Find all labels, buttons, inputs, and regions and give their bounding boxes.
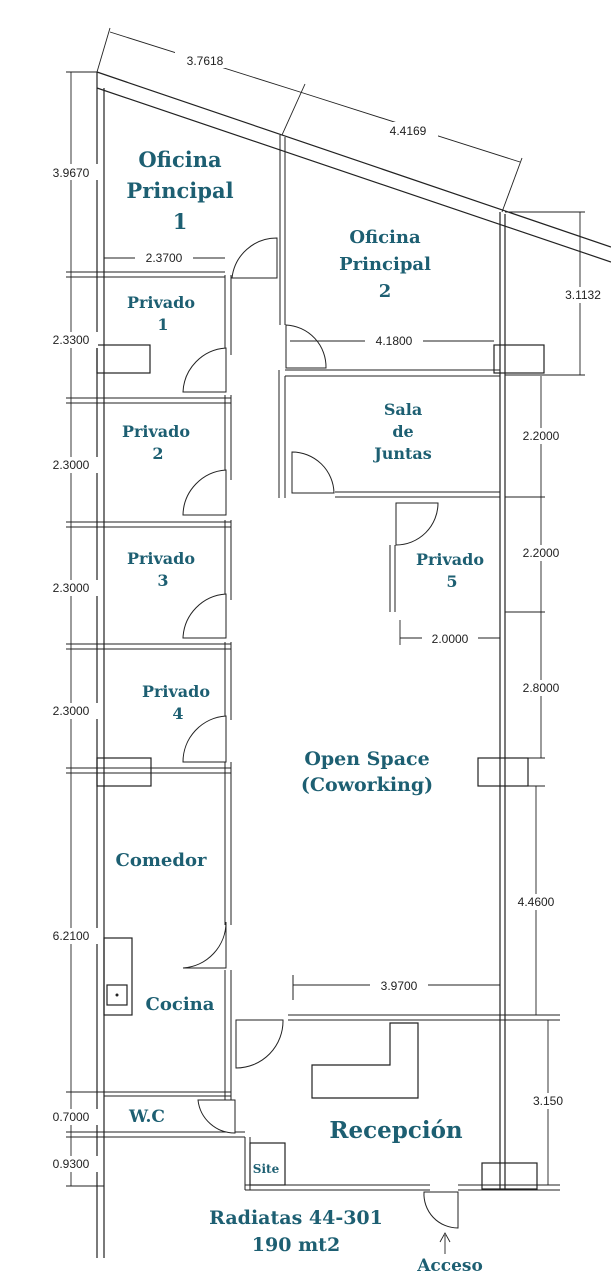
privado5-line1: Privado (416, 550, 484, 569)
door-swings (182, 237, 459, 1229)
privado2-line2: 2 (152, 444, 163, 463)
dim-top-left: 3.7618 (187, 54, 224, 68)
label-wc: W.C (128, 1107, 165, 1127)
sala-line1: Sala (384, 400, 422, 419)
reception-desk (311, 1022, 419, 1099)
dim-privado3-height: 2.3000 (53, 581, 90, 595)
dim-sala-height: 2.2000 (523, 429, 560, 443)
oficina1-line2: Principal (126, 178, 233, 203)
label-comedor: Comedor (116, 850, 207, 871)
label-acceso: Acceso (416, 1256, 483, 1276)
label-sala-de-juntas: Sala de Juntas (372, 400, 432, 463)
dim-privado2-height: 2.3000 (53, 458, 90, 472)
access-arrow-icon (439, 1232, 451, 1254)
privado1-line2: 1 (157, 315, 168, 334)
dim-privado5-width: 2.0000 (432, 632, 469, 646)
right-exterior-wall (499, 212, 506, 1190)
label-privado-4: Privado 4 (142, 682, 210, 723)
dim-recepcion-height: 3.150 (533, 1094, 563, 1108)
label-cocina: Cocina (146, 994, 215, 1015)
privado3-line2: 3 (157, 571, 168, 590)
oficina1-line3: 1 (173, 209, 188, 234)
dim-lower-height: 0.9300 (53, 1157, 90, 1171)
top-diagonal-walls (96, 71, 611, 263)
footer-area: 190 mt2 (252, 1234, 340, 1256)
sala-line2: de (392, 422, 413, 441)
oficina2-line3: 2 (379, 281, 392, 302)
oficina2-line1: Oficina (349, 227, 421, 248)
privado5-line2: 5 (446, 572, 457, 591)
sala-line3: Juntas (372, 444, 432, 463)
openspace-line1: Open Space (304, 748, 429, 770)
label-privado-3: Privado 3 (127, 549, 195, 590)
dim-comedor-height: 6.2100 (53, 929, 90, 943)
label-privado-5: Privado 5 (416, 550, 484, 591)
footer-caption: Radiatas 44-301 190 mt2 (209, 1207, 383, 1256)
dim-right-oficina2: 3.1132 (565, 288, 601, 302)
dim-recepcion-width: 3.9700 (381, 979, 418, 993)
privado1-line1: Privado (127, 293, 195, 312)
dim-privado4-height: 2.3000 (53, 704, 90, 718)
dim-left-oficina: 3.9670 (53, 166, 90, 180)
dim-privado1-height: 2.3300 (53, 333, 90, 347)
label-open-space: Open Space (Coworking) (301, 748, 433, 796)
openspace-line2: (Coworking) (301, 774, 433, 796)
site-box (249, 1142, 286, 1186)
kitchen-counter (103, 937, 133, 1016)
privado4-line1: Privado (142, 682, 210, 701)
dimension-labels: 3.7618 4.4169 3.9670 3.1132 2.3700 4.180… (44, 52, 611, 1172)
dim-oficina2-width: 4.1800 (376, 334, 413, 348)
dim-wc-height: 0.7000 (53, 1110, 90, 1124)
dim-right-open2: 4.4600 (518, 895, 555, 909)
footer-address: Radiatas 44-301 (209, 1207, 383, 1229)
interior-walls (104, 135, 560, 1191)
oficina1-line1: Oficina (138, 147, 222, 172)
dim-top-right: 4.4169 (390, 124, 427, 138)
label-oficina-principal-2: Oficina Principal 2 (339, 227, 431, 302)
structural-columns (96, 344, 545, 1190)
dim-privado1-width: 2.3700 (146, 251, 183, 265)
dim-privado5-height: 2.2000 (523, 546, 560, 560)
privado2-line1: Privado (122, 422, 190, 441)
dim-right-open1: 2.8000 (523, 681, 560, 695)
label-privado-1: Privado 1 (127, 293, 195, 334)
left-exterior-wall (96, 72, 105, 1258)
label-recepcion: Recepción (329, 1117, 463, 1144)
label-site: Site (253, 1162, 280, 1176)
label-privado-2: Privado 2 (122, 422, 190, 463)
privado4-line2: 4 (172, 704, 183, 723)
privado3-line1: Privado (127, 549, 195, 568)
label-oficina-principal-1: Oficina Principal 1 (126, 147, 233, 234)
oficina2-line2: Principal (339, 254, 431, 275)
